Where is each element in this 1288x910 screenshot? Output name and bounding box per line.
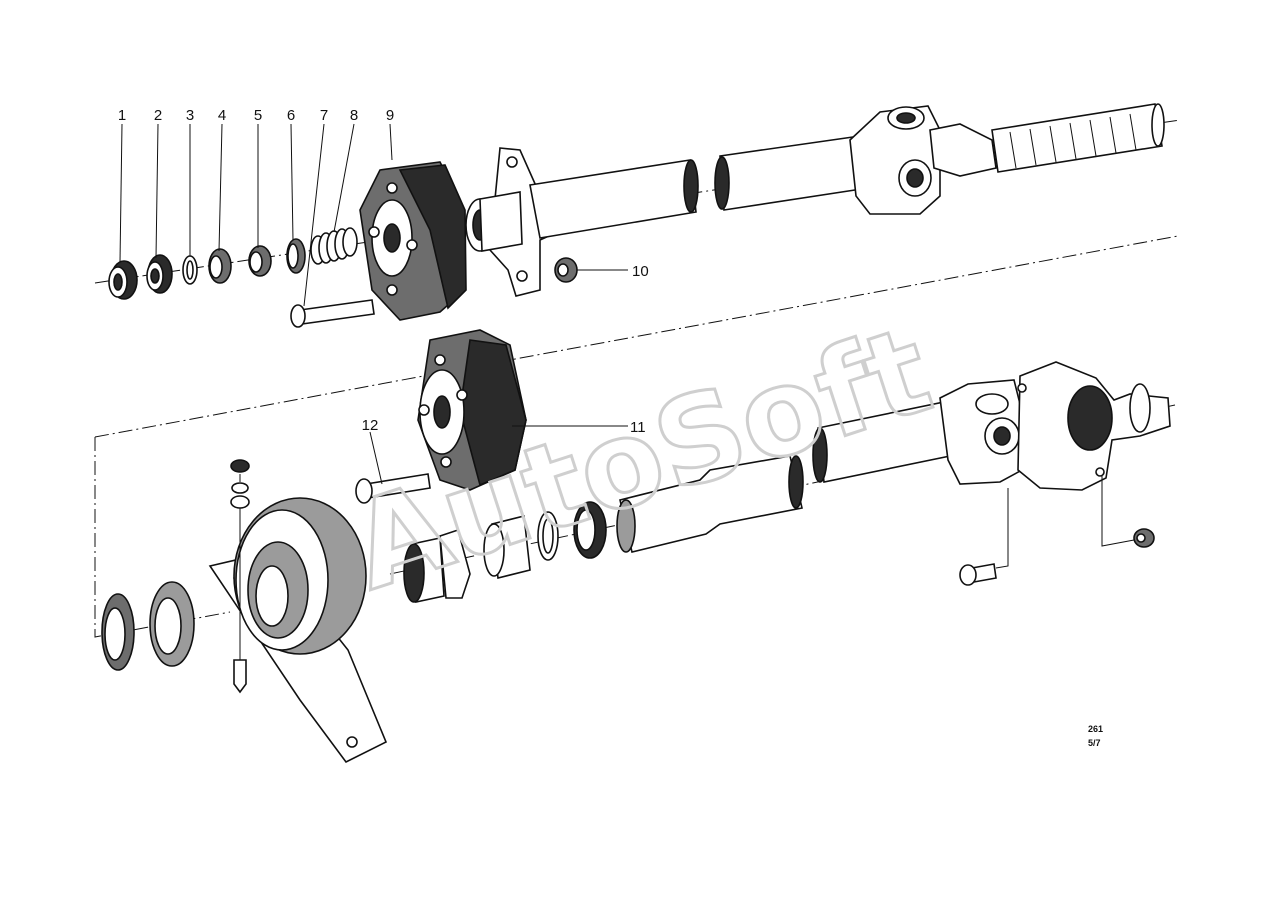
part-11-flex-disc bbox=[417, 329, 527, 491]
callout-10: 10 bbox=[632, 263, 649, 280]
callout-1: 1 bbox=[118, 107, 126, 124]
upper-flange-yoke bbox=[465, 147, 563, 297]
lower-dust-cover bbox=[439, 528, 471, 599]
part-5-nut bbox=[248, 245, 272, 277]
center-bearing-support bbox=[208, 497, 388, 764]
part-9-flex-disc bbox=[359, 161, 467, 321]
lower-circlip bbox=[537, 511, 559, 561]
lower-sleeve-2 bbox=[483, 515, 531, 579]
part-7-bolt bbox=[290, 299, 375, 328]
lower-flange-nut bbox=[1101, 476, 1155, 548]
upper-shaft-tube-front bbox=[529, 159, 699, 239]
part-1-bushing bbox=[108, 260, 138, 300]
callout-5: 5 bbox=[254, 107, 262, 124]
diagram-ref-line1: 261 bbox=[1088, 724, 1103, 734]
leader-lines bbox=[119, 123, 628, 485]
part-3-circlip bbox=[182, 255, 198, 285]
part-2-bearing bbox=[146, 254, 173, 294]
upper-universal-joint bbox=[849, 105, 997, 215]
part-12-bolt bbox=[355, 473, 431, 504]
upper-splined-shaft bbox=[991, 103, 1165, 173]
lower-roller-bearing bbox=[573, 501, 607, 559]
callout-6: 6 bbox=[287, 107, 295, 124]
diagram-ref-line2: 5/7 bbox=[1088, 738, 1101, 748]
upper-shaft-tube-rear bbox=[714, 135, 869, 211]
lower-flange-bolt bbox=[959, 488, 1009, 586]
housing-fasteners bbox=[230, 459, 250, 694]
part-6-seal-ring bbox=[286, 238, 306, 274]
callout-12: 12 bbox=[362, 417, 379, 434]
lower-shaft-tube-front bbox=[616, 455, 804, 553]
callout-7: 7 bbox=[320, 107, 328, 124]
lower-left-ball-bearing bbox=[149, 581, 195, 667]
lower-universal-joint bbox=[939, 361, 1171, 491]
callout-8: 8 bbox=[350, 107, 358, 124]
part-8-spring bbox=[310, 227, 358, 265]
callout-3: 3 bbox=[186, 107, 194, 124]
part-4-ring bbox=[208, 248, 232, 284]
lower-sleeve-1 bbox=[403, 537, 445, 603]
callout-9: 9 bbox=[386, 107, 394, 124]
lower-axis-line bbox=[94, 235, 1179, 438]
callout-11: 11 bbox=[630, 419, 646, 436]
part-10-nut bbox=[554, 257, 578, 283]
callout-4: 4 bbox=[218, 107, 226, 124]
lower-left-seal bbox=[101, 593, 135, 671]
watermark-text: AutoSoft bbox=[336, 301, 946, 618]
callout-2: 2 bbox=[154, 107, 162, 124]
